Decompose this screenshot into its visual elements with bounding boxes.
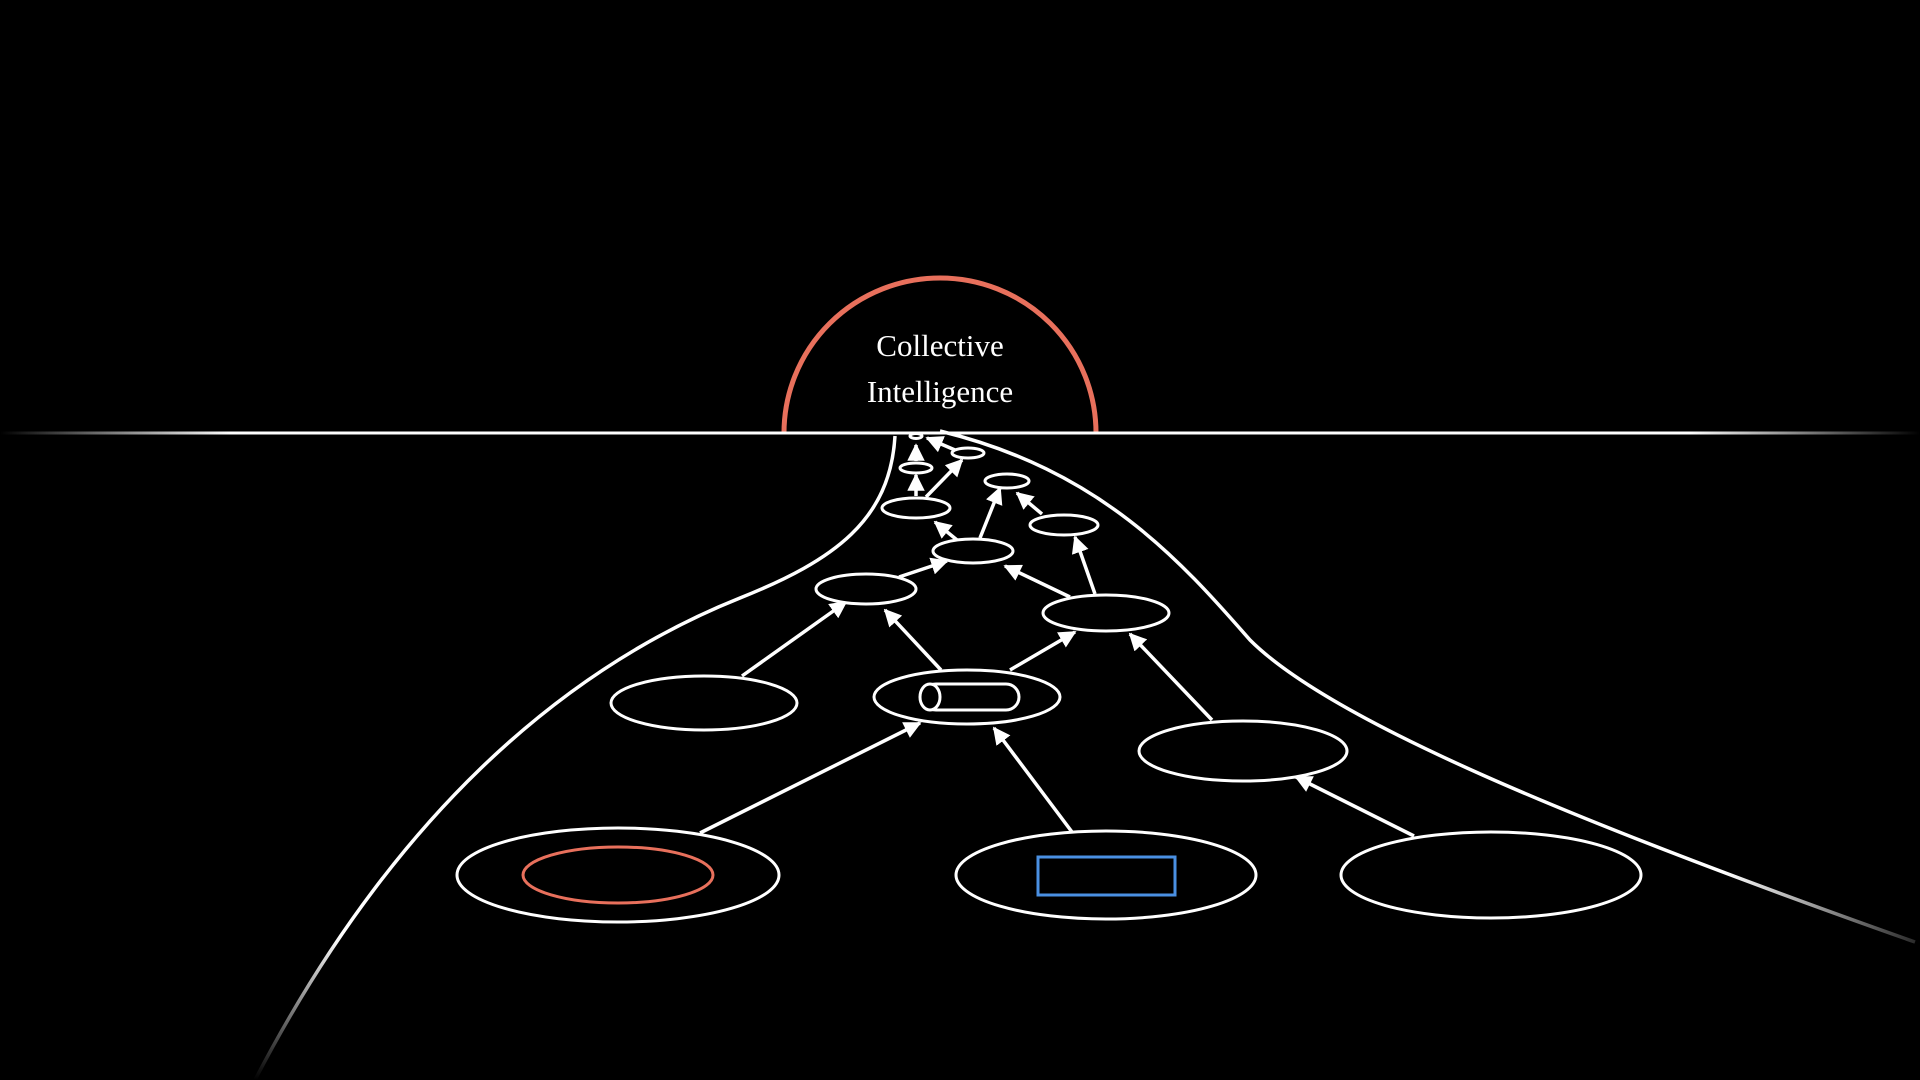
node-fifth-left: [880, 496, 952, 520]
node-bottom-left-inner-ring: [521, 845, 715, 905]
dome-title-line2: Intelligence: [867, 374, 1013, 409]
edge-arrow: [978, 486, 1003, 539]
edge-arrow: [898, 557, 949, 579]
node-third-right: [1041, 593, 1171, 633]
node-bottom-right: [1339, 830, 1643, 920]
edge-arrow: [1003, 564, 1071, 599]
edge-arrow: [1294, 775, 1415, 838]
edge-arrow: [1128, 632, 1214, 722]
cylinder-icon: [918, 682, 1021, 712]
node-fifth-right: [983, 472, 1031, 490]
node-fourth-center: [931, 537, 1015, 565]
edge-arrow: [699, 721, 922, 835]
node-bottom-left: [455, 826, 781, 924]
edge-arrow: [1015, 491, 1044, 516]
node-bottom-center-inner-rect: [1036, 855, 1177, 897]
edge-arrow: [924, 458, 964, 499]
edge-arrow: [1071, 535, 1097, 595]
road-right-outer-edge: [939, 429, 1916, 944]
node-mid-right: [1137, 719, 1349, 783]
edge-arrow: [740, 600, 848, 678]
graph-edges: [699, 436, 1415, 838]
edge-arrow: [925, 436, 956, 453]
node-sixth-right: [950, 446, 986, 460]
node-top: [908, 432, 924, 440]
edge-arrow: [1009, 630, 1077, 672]
node-bottom-center: [954, 829, 1258, 921]
road-left-outer-edge: [253, 435, 897, 1080]
node-fourth-right: [1028, 513, 1100, 537]
edge-arrow: [933, 520, 959, 542]
edge-arrow: [992, 726, 1074, 834]
graph-nodes: [455, 432, 1643, 924]
node-third-left: [814, 572, 918, 606]
dome-title-line1: Collective: [876, 328, 1003, 363]
collective-intelligence-dome: [781, 275, 1099, 434]
node-sixth-left: [898, 461, 934, 475]
edge-arrow: [883, 608, 943, 672]
node-mid-left: [609, 674, 799, 732]
